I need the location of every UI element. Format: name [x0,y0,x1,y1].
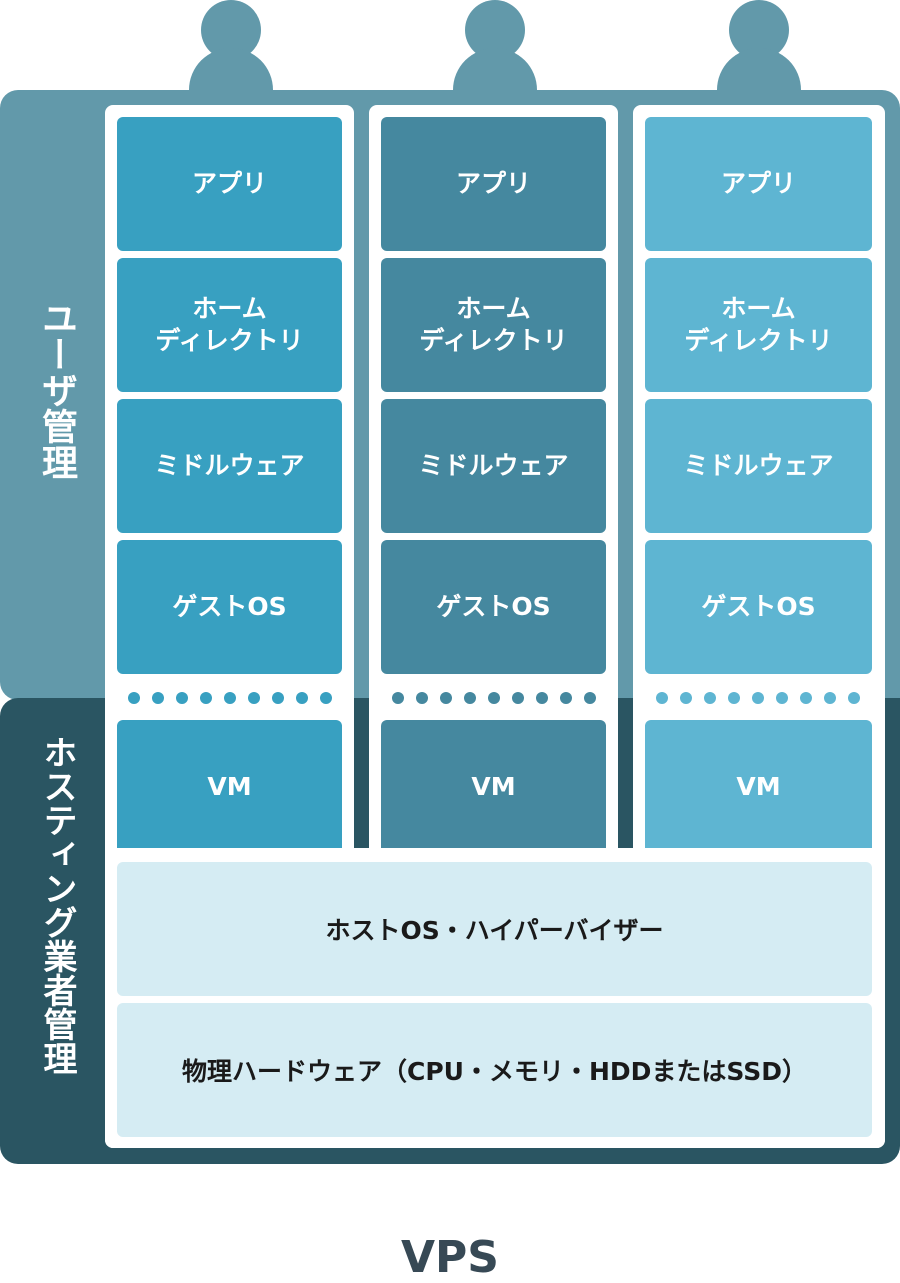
layer-box: ホーム ディレクトリ [381,258,606,392]
layer-box: ゲストOS [381,540,606,674]
dot [776,692,788,704]
layer-box: ホーム ディレクトリ [645,258,872,392]
dot [416,692,428,704]
dot [488,692,500,704]
host-os-layer: ホストOS・ハイパーバイザー [117,862,872,996]
person-body-icon [189,48,273,90]
ellipsis-dots [656,692,860,706]
dot [800,692,812,704]
dot [128,692,140,704]
dot [320,692,332,704]
person-body-icon [717,48,801,90]
vm-box: VM [381,720,606,854]
dot [512,692,524,704]
dot [656,692,668,704]
layer-box: ゲストOS [117,540,342,674]
dot [728,692,740,704]
host-managed-label: ホスティング業者管理 [37,735,77,1075]
dot [440,692,452,704]
layer-box: ミドルウェア [645,399,872,533]
dot [392,692,404,704]
layer-box: アプリ [117,117,342,251]
dot [824,692,836,704]
dot [536,692,548,704]
dot [680,692,692,704]
dot [584,692,596,704]
ellipsis-dots [392,692,596,706]
layer-box: ホーム ディレクトリ [117,258,342,392]
dot [704,692,716,704]
dot [464,692,476,704]
dot [296,692,308,704]
user-managed-label: ユーザ管理 [36,300,77,480]
dot [176,692,188,704]
person-body-icon [453,48,537,90]
hardware-layer: 物理ハードウェア（CPU・メモリ・HDDまたはSSD） [117,1003,872,1137]
dot [200,692,212,704]
dot [272,692,284,704]
dot [752,692,764,704]
layer-box: アプリ [645,117,872,251]
dot [560,692,572,704]
diagram-title: VPS [401,1232,499,1283]
layer-box: アプリ [381,117,606,251]
dot [248,692,260,704]
layer-box: ゲストOS [645,540,872,674]
ellipsis-dots [128,692,332,706]
dot [152,692,164,704]
layer-box: ミドルウェア [381,399,606,533]
layer-box: ミドルウェア [117,399,342,533]
dot [848,692,860,704]
vm-box: VM [117,720,342,854]
vm-box: VM [645,720,872,854]
dot [224,692,236,704]
